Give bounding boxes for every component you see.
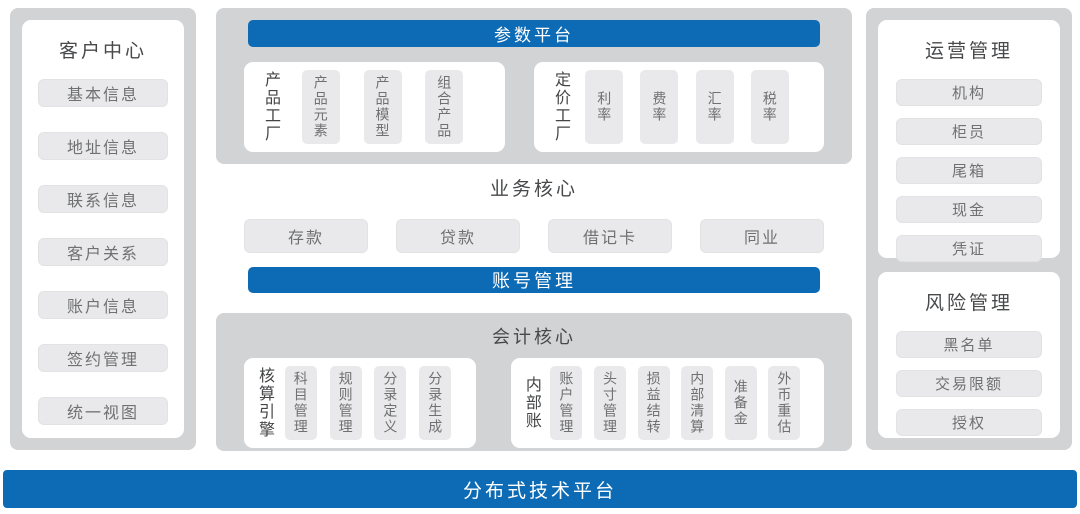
business-core-items: 存款贷款借记卡同业 — [244, 219, 824, 253]
risk-management-items: 黑名单交易限额授权 — [878, 331, 1060, 436]
customer-center-item: 联系信息 — [38, 185, 168, 213]
operations-item: 凭证 — [896, 235, 1042, 262]
main-row: 客户中心 基本信息地址信息联系信息客户关系账户信息签约管理统一视图 参数平台 产… — [10, 8, 1072, 451]
product-factory-item: 组合产品 — [425, 70, 464, 144]
parameter-platform-groups: 产品工厂 产品元素产品模型组合产品 定价工厂 利率费率汇率税率 — [244, 62, 824, 152]
accounting-engine-item: 科目管理 — [284, 366, 317, 440]
business-core-item: 存款 — [244, 219, 368, 253]
accounting-engine-items: 科目管理规则管理分录定义分录生成 — [272, 366, 464, 440]
business-core-item: 贷款 — [396, 219, 520, 253]
risk-item: 交易限额 — [896, 370, 1042, 397]
business-core-item: 借记卡 — [548, 219, 672, 253]
risk-item: 黑名单 — [896, 331, 1042, 358]
customer-center-panel: 客户中心 基本信息地址信息联系信息客户关系账户信息签约管理统一视图 — [10, 8, 196, 450]
accounting-engine-label: 核算引擎 — [256, 367, 273, 439]
pricing-factory-item: 汇率 — [695, 70, 734, 144]
pricing-factory-group: 定价工厂 利率费率汇率税率 — [534, 62, 824, 152]
middle-column: 参数平台 产品工厂 产品元素产品模型组合产品 定价工厂 利率费率汇率税率 业务核… — [216, 8, 852, 451]
internal-account-item: 账户管理 — [550, 366, 583, 440]
internal-account-item: 准备金 — [724, 366, 757, 440]
operations-item: 现金 — [896, 196, 1042, 223]
accounting-core-groups: 核算引擎 科目管理规则管理分录定义分录生成 内部账 账户管理头寸管理损益结转内部… — [244, 358, 824, 448]
accounting-engine-item: 规则管理 — [329, 366, 362, 440]
internal-account-group: 内部账 账户管理头寸管理损益结转内部清算准备金外币重估 — [510, 358, 824, 448]
business-core-title: 业务核心 — [489, 179, 578, 200]
risk-management-card: 风险管理 黑名单交易限额授权 — [878, 272, 1060, 438]
parameter-platform-panel: 参数平台 产品工厂 产品元素产品模型组合产品 定价工厂 利率费率汇率税率 — [216, 8, 852, 164]
operations-management-title: 运营管理 — [924, 41, 1013, 62]
accounting-engine-group: 核算引擎 科目管理规则管理分录定义分录生成 — [244, 358, 476, 448]
customer-center-item: 基本信息 — [38, 79, 168, 107]
pricing-factory-items: 利率费率汇率税率 — [568, 70, 806, 144]
internal-account-item: 外币重估 — [768, 366, 801, 440]
internal-account-item: 内部清算 — [681, 366, 714, 440]
accounting-engine-item: 分录生成 — [419, 366, 452, 440]
pricing-factory-item: 税率 — [750, 70, 789, 144]
account-management-bar: 账号管理 — [248, 267, 820, 293]
pricing-factory-label: 定价工厂 — [552, 71, 569, 143]
operations-item: 柜员 — [896, 118, 1042, 145]
customer-center-item: 签约管理 — [38, 344, 168, 372]
product-factory-item: 产品元素 — [301, 70, 340, 144]
risk-item: 授权 — [896, 409, 1042, 436]
customer-center-items: 基本信息地址信息联系信息客户关系账户信息签约管理统一视图 — [22, 79, 184, 425]
internal-account-label: 内部账 — [522, 376, 540, 430]
customer-center-item: 统一视图 — [38, 397, 168, 425]
right-panel: 运营管理 机构柜员尾箱现金凭证 风险管理 黑名单交易限额授权 — [866, 8, 1072, 450]
product-factory-items: 产品元素产品模型组合产品 — [278, 70, 487, 144]
accounting-core-title: 会计核心 — [492, 327, 576, 347]
operations-management-items: 机构柜员尾箱现金凭证 — [878, 79, 1060, 262]
internal-account-item: 损益结转 — [637, 366, 670, 440]
customer-center-card: 客户中心 基本信息地址信息联系信息客户关系账户信息签约管理统一视图 — [22, 20, 184, 438]
operations-item: 尾箱 — [896, 157, 1042, 184]
customer-center-item: 地址信息 — [38, 132, 168, 160]
pricing-factory-item: 费率 — [640, 70, 679, 144]
operations-management-card: 运营管理 机构柜员尾箱现金凭证 — [878, 20, 1060, 262]
accounting-core-panel: 会计核心 核算引擎 科目管理规则管理分录定义分录生成 内部账 账户管理头寸管理损… — [216, 313, 852, 451]
product-factory-label: 产品工厂 — [262, 71, 279, 143]
business-core-section: 业务核心 存款贷款借记卡同业 — [244, 174, 824, 253]
pricing-factory-item: 利率 — [585, 70, 624, 144]
distributed-tech-platform-bar: 分布式技术平台 — [3, 470, 1077, 508]
internal-account-item: 头寸管理 — [594, 366, 626, 440]
business-core-item: 同业 — [700, 219, 824, 253]
internal-account-items: 账户管理头寸管理损益结转内部清算准备金外币重估 — [539, 366, 812, 440]
accounting-engine-item: 分录定义 — [374, 366, 407, 440]
customer-center-item: 客户关系 — [38, 238, 168, 266]
risk-management-title: 风险管理 — [924, 293, 1013, 314]
product-factory-item: 产品模型 — [363, 70, 402, 144]
operations-item: 机构 — [896, 79, 1042, 106]
customer-center-item: 账户信息 — [38, 291, 168, 319]
product-factory-group: 产品工厂 产品元素产品模型组合产品 — [244, 62, 505, 152]
parameter-platform-bar: 参数平台 — [248, 20, 820, 47]
customer-center-title: 客户中心 — [58, 41, 147, 62]
